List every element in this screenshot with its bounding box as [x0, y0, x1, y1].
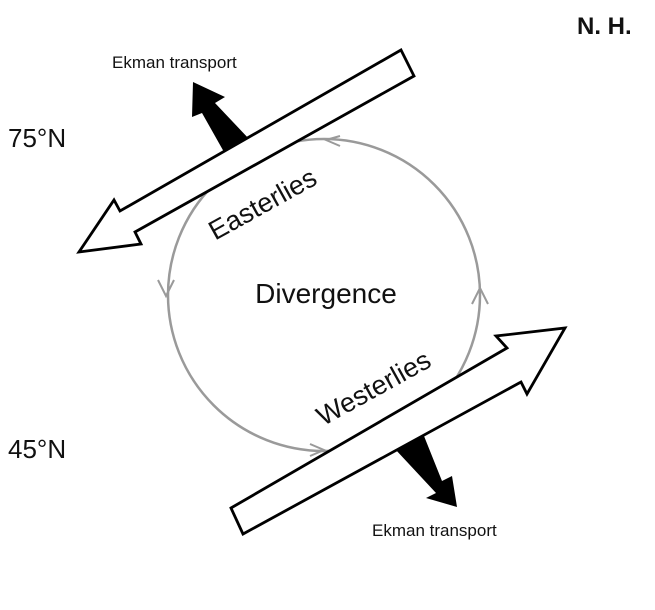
latitude-label-south: 45°N: [8, 434, 66, 464]
divergence-label: Divergence: [255, 278, 397, 309]
latitude-label-north: 75°N: [8, 123, 66, 153]
westerlies-arrow: [229, 326, 568, 536]
ekman-transport-label-bottom: Ekman transport: [372, 521, 497, 540]
circulation-arrow-right: [471, 285, 489, 305]
hemisphere-label: N. H.: [577, 13, 632, 40]
ekman-transport-label-top: Ekman transport: [112, 53, 237, 72]
circulation-arrow-left: [157, 279, 175, 299]
circulation-arrow-bottom: [309, 443, 327, 457]
circulation-arrow-top: [323, 135, 341, 147]
ekman-transport-arrow-down: [395, 436, 457, 507]
ekman-transport-arrow-up: [192, 82, 250, 152]
easterlies-arrow: [76, 48, 416, 254]
